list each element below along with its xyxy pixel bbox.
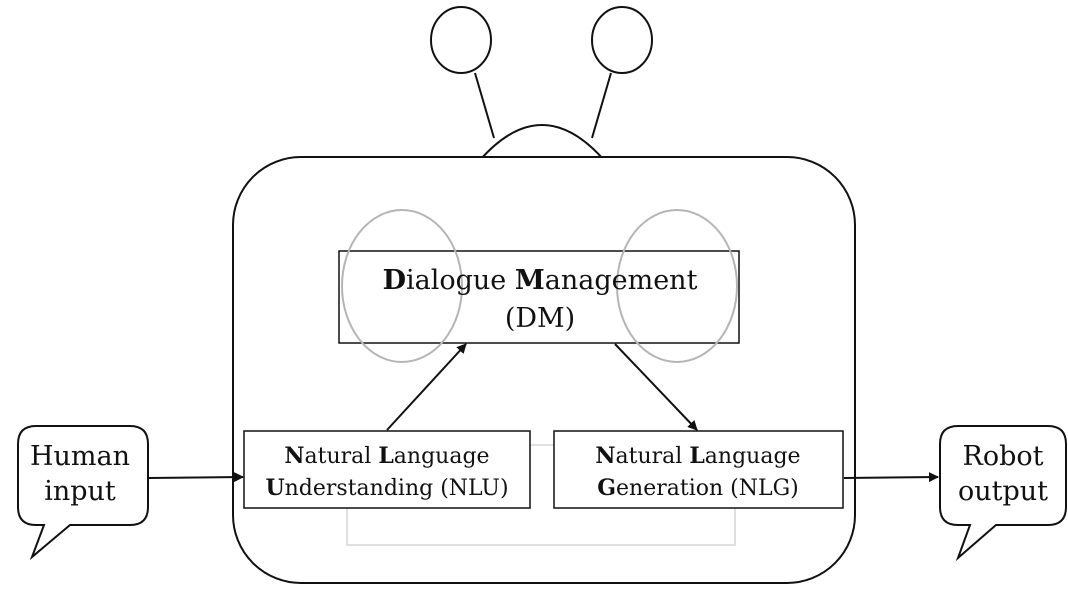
right-antenna-stick <box>591 72 612 139</box>
robot-output-bubble <box>939 425 1067 562</box>
arrow-human-to-nlu <box>148 472 244 483</box>
robot-left-eye <box>341 209 463 363</box>
dm-title-line2: (DM) <box>505 303 575 334</box>
human-bubble-line2: input <box>44 476 116 507</box>
nlg-box <box>553 430 844 509</box>
robot-body <box>232 156 856 584</box>
nlu-label-line1: Natural Language <box>284 443 489 469</box>
nlg-label-line1: Natural Language <box>595 443 800 469</box>
arrow-nlg-to-robot <box>843 472 939 483</box>
dm-title-line1: Dialogue Management <box>383 265 698 296</box>
arrow-dm-to-nlg <box>614 343 698 431</box>
human-bubble-line1: Human <box>30 441 130 472</box>
nlg-label-line2: Generation (NLG) <box>597 475 799 501</box>
robot-head-dome <box>479 124 605 161</box>
left-antenna-stick <box>474 72 495 139</box>
robot-bubble-line1: Robot <box>963 441 1044 472</box>
left-antenna-ball <box>430 6 492 74</box>
robot-right-eye <box>616 209 738 363</box>
human-input-bubble <box>17 425 149 561</box>
arrow-nlu-to-dm <box>386 343 467 431</box>
robot-bubble-line2: output <box>958 476 1048 507</box>
robot-antennas <box>430 6 653 139</box>
dm-box <box>338 250 740 344</box>
nlu-label-line2: Understanding (NLU) <box>265 475 508 501</box>
right-antenna-ball <box>591 6 653 74</box>
nlu-box <box>243 430 531 509</box>
